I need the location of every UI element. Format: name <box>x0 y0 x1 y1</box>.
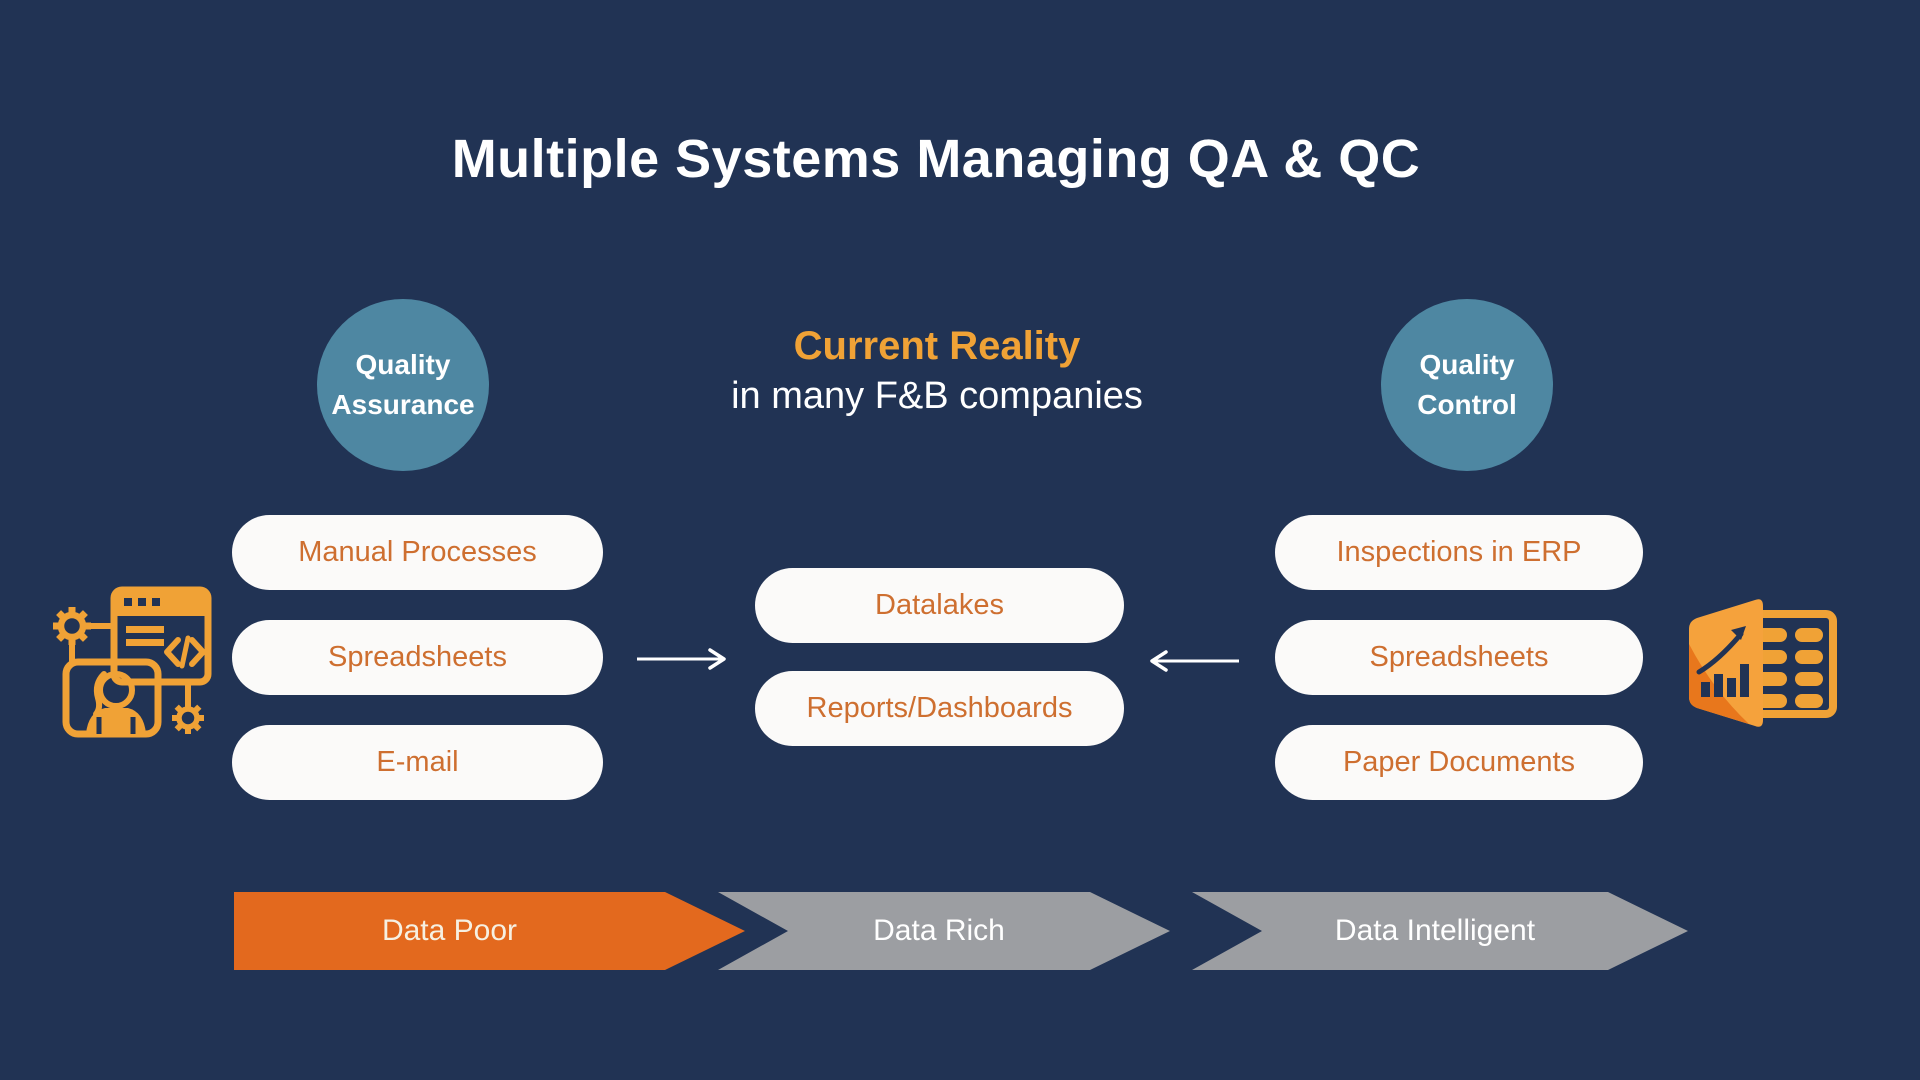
page-title: Multiple Systems Managing QA & QC <box>451 129 1421 189</box>
qa-pill-spreadsheets: Spreadsheets <box>232 620 603 695</box>
pill-label: Inspections in ERP <box>1336 536 1582 568</box>
center-pill-reports-dashboards: Reports/Dashboards <box>755 671 1124 746</box>
qc-circle-label-line2: Control <box>1417 389 1517 420</box>
stage-label: Data Intelligent <box>1334 914 1536 947</box>
current-reality-block: Current Reality in many F&B companies <box>731 322 1143 422</box>
spreadsheet-chart-icon <box>1689 599 1837 727</box>
quality-assurance-circle: Quality Assurance <box>317 299 489 471</box>
current-reality-heading: Current Reality <box>793 324 1081 368</box>
stage-label: Data Poor <box>381 914 518 947</box>
maturity-stage-data-intelligent: Data Intelligent <box>1192 892 1688 970</box>
maturity-stage-data-rich: Data Rich <box>718 892 1170 970</box>
current-reality-subheading: in many F&B companies <box>731 375 1143 417</box>
pill-label: Spreadsheets <box>1369 641 1549 673</box>
pill-label: Datalakes <box>875 589 1004 621</box>
qc-pill-paper-documents: Paper Documents <box>1275 725 1643 800</box>
qc-pill-spreadsheets: Spreadsheets <box>1275 620 1643 695</box>
pill-label: Paper Documents <box>1342 746 1576 778</box>
pill-label: Reports/Dashboards <box>806 692 1073 724</box>
quality-control-circle: Quality Control <box>1381 299 1553 471</box>
qa-circle-label-line2: Assurance <box>331 389 475 420</box>
qa-pill-manual-processes: Manual Processes <box>232 515 603 590</box>
stage-label: Data Rich <box>873 914 1005 947</box>
arrow-left-icon <box>1150 650 1239 672</box>
qc-pill-inspections-in-erp: Inspections in ERP <box>1275 515 1643 590</box>
arrow-right-icon <box>637 648 726 670</box>
pill-label: Spreadsheets <box>328 641 507 673</box>
qa-circle-label-line1: Quality <box>355 349 451 380</box>
pill-label: Manual Processes <box>298 536 537 568</box>
center-pill-datalakes: Datalakes <box>755 568 1124 643</box>
pill-label: E-mail <box>376 746 459 778</box>
developer-automation-icon <box>53 586 212 738</box>
maturity-stage-data-poor: Data Poor <box>234 892 745 970</box>
qc-circle-label-line1: Quality <box>1419 349 1515 380</box>
qa-pill-email: E-mail <box>232 725 603 800</box>
